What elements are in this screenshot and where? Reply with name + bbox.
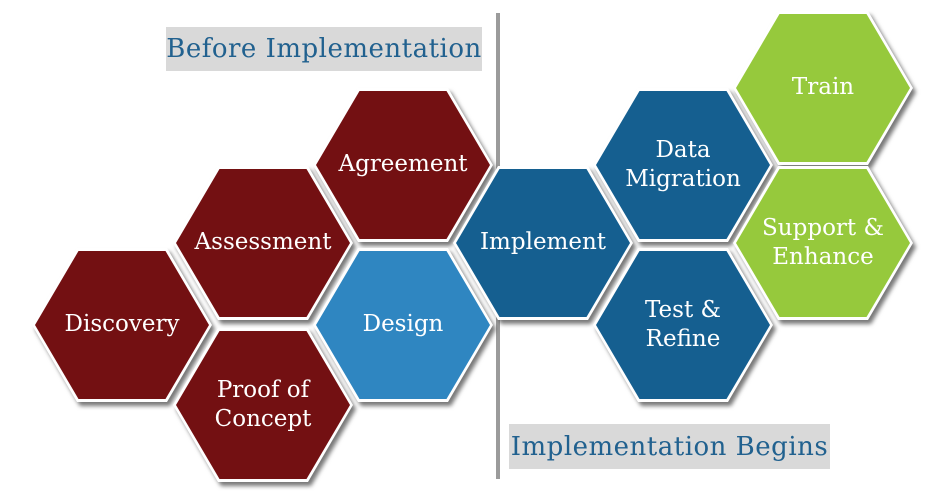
hex-test-refine: Test & Refine xyxy=(593,248,773,402)
hex-label-data-migration: Data Migration xyxy=(625,136,741,192)
hex-label-test-refine: Test & Refine xyxy=(645,296,721,352)
hex-label-train: Train xyxy=(791,74,855,101)
hex-label-discovery: Discovery xyxy=(64,311,180,338)
hex-design: Design xyxy=(313,248,493,402)
hex-implement: Implement xyxy=(453,166,633,320)
hex-label-proof-of-concept: Proof of Concept xyxy=(214,376,312,432)
hex-face: Train xyxy=(736,14,910,162)
hex-agreement: Agreement xyxy=(313,88,493,242)
hex-train: Train xyxy=(733,11,913,165)
hex-label-agreement: Agreement xyxy=(338,151,468,178)
hex-data-migration: Data Migration xyxy=(593,88,773,242)
hex-assessment: Assessment xyxy=(173,166,353,320)
hex-label-support-enhance: Support & Enhance xyxy=(762,214,884,270)
hex-label-implement: Implement xyxy=(479,229,607,256)
before-implementation-label: Before Implementation xyxy=(166,27,482,71)
hex-label-design: Design xyxy=(362,311,444,338)
hex-label-assessment: Assessment xyxy=(194,229,332,256)
hex-face: Support & Enhance xyxy=(736,169,910,317)
hex-support-enhance: Support & Enhance xyxy=(733,166,913,320)
hex-proof-of-concept: Proof of Concept xyxy=(173,328,353,482)
implementation-begins-label: Implementation Begins xyxy=(509,424,830,469)
hex-discovery: Discovery xyxy=(32,248,212,402)
